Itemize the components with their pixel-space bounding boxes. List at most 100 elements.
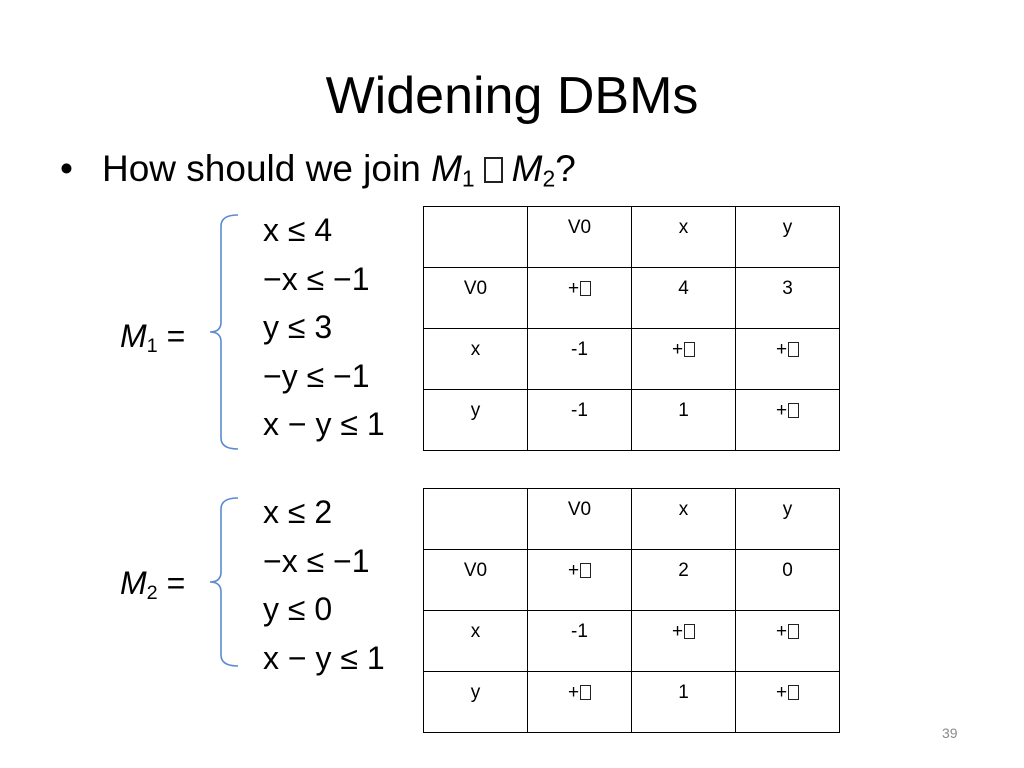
table-cell: +	[631, 328, 736, 390]
table-cell: x	[423, 328, 528, 390]
table-row: x -1 + +	[423, 610, 840, 672]
table-cell: x	[631, 206, 736, 268]
constraint-line: x − y ≤ 1	[263, 406, 385, 442]
cell-value: -1	[571, 339, 588, 360]
cell-value: x	[678, 217, 689, 238]
plus-sign: +	[567, 682, 580, 703]
plus-infinity-value: +	[775, 339, 800, 360]
page-number: 39	[942, 725, 958, 741]
m2-label-sub: 2	[146, 581, 158, 604]
cell-value: V0	[463, 560, 488, 581]
m2-label: M2 =	[120, 563, 185, 613]
table-cell: -1	[527, 610, 632, 672]
cell-value: x	[678, 499, 689, 520]
table-cell: y	[423, 389, 528, 451]
plus-sign: +	[567, 560, 580, 581]
plus-infinity-value: +	[671, 339, 696, 360]
plus-sign: +	[775, 339, 788, 360]
constraint-line: −x ≤ −1	[263, 260, 370, 297]
table-cell: -1	[527, 389, 632, 451]
table-cell: +	[527, 267, 632, 329]
infinity-glyph-icon	[580, 685, 592, 700]
table-header-row: V0 x y	[423, 206, 840, 268]
constraint-line: y ≤ 0	[263, 591, 333, 627]
infinity-glyph-icon	[788, 624, 800, 639]
table-cell	[423, 488, 528, 550]
table-cell: +	[527, 671, 632, 733]
plus-infinity-value: +	[672, 621, 696, 642]
infinity-glyph-icon	[684, 342, 696, 357]
table-cell	[423, 206, 528, 268]
cell-value: V0	[567, 217, 592, 238]
m2-brace-icon	[209, 497, 239, 667]
table-cell: V0	[527, 488, 632, 550]
cell-value: 1	[678, 682, 689, 703]
slide-title: Widening DBMs	[325, 67, 699, 125]
table-cell: V0	[527, 206, 632, 268]
plus-infinity-value: +	[567, 682, 592, 703]
constraint-line: y ≤ 3	[263, 309, 333, 345]
plus-infinity-value: +	[568, 278, 592, 299]
m1-label-sub: 1	[146, 334, 158, 357]
plus-sign: +	[775, 621, 788, 642]
table-cell: +	[735, 610, 840, 672]
table-cell: y	[735, 488, 840, 550]
constraint-line: x ≤ 2	[263, 494, 333, 530]
table-header-row: V0 x y	[423, 488, 840, 550]
table-cell: V0	[423, 267, 528, 329]
plus-infinity-value: +	[775, 400, 800, 421]
table-row: V0 +2 0	[423, 549, 840, 611]
table-cell: +	[527, 549, 632, 611]
table-cell: 0	[735, 549, 840, 611]
cell-value: 4	[678, 278, 689, 299]
table-cell: 4	[631, 267, 736, 329]
cell-value: y	[782, 217, 793, 238]
m1-brace-icon	[209, 214, 239, 450]
cell-value: y	[470, 682, 481, 703]
table-cell: +	[735, 671, 840, 733]
bullet-rhs-sub: 2	[542, 165, 556, 192]
bullet-rhs-var: M	[511, 148, 543, 189]
infinity-glyph-icon	[788, 403, 800, 418]
constraint-line: −y ≤ −1	[263, 357, 370, 394]
cell-value: 0	[782, 560, 793, 581]
infinity-glyph-icon	[788, 342, 800, 357]
cell-value: 2	[678, 560, 689, 581]
bullet-lhs-var: M	[431, 148, 462, 189]
m1-label-var: M	[120, 318, 147, 354]
bullet-text: How should we join	[102, 148, 432, 189]
plus-sign: +	[671, 339, 684, 360]
plus-sign: +	[775, 400, 788, 421]
cell-value: 3	[782, 278, 793, 299]
table-cell: y	[423, 671, 528, 733]
cell-value: y	[470, 400, 481, 421]
table-cell: +	[735, 328, 840, 390]
cell-value: x	[470, 621, 481, 642]
m2-label-var: M	[120, 565, 147, 601]
table-cell: x	[631, 488, 736, 550]
cell-value: V0	[463, 278, 488, 299]
m1-label: M1 =	[120, 316, 185, 366]
m1-constraints: x ≤ 4 −x ≤ −1 y ≤ 3 −y ≤ −1 x − y ≤ 1	[263, 206, 385, 449]
constraint-line: −x ≤ −1	[263, 542, 370, 579]
infinity-glyph-icon	[580, 563, 592, 578]
cell-value: V0	[567, 499, 592, 520]
table-row: y +1 +	[423, 671, 840, 733]
cell-value: x	[470, 339, 481, 360]
table-cell: 1	[631, 671, 736, 733]
plus-infinity-value: +	[776, 682, 800, 703]
infinity-glyph-icon	[684, 624, 696, 639]
table-cell: 2	[631, 549, 736, 611]
table-cell: V0	[423, 549, 528, 611]
infinity-glyph-icon	[788, 685, 800, 700]
constraint-line: x ≤ 4	[263, 212, 333, 248]
table-row: x -1 + +	[423, 328, 840, 390]
table-cell: +	[735, 389, 840, 451]
table-cell: +	[631, 610, 736, 672]
constraint-line: x − y ≤ 1	[263, 639, 385, 676]
